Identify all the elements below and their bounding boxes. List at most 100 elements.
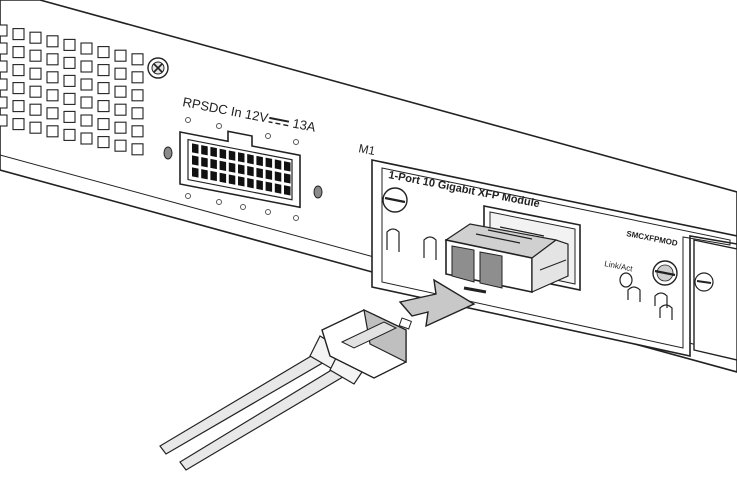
- vent-hole: [80, 114, 93, 127]
- vent-hole: [80, 60, 93, 73]
- vent-hole: [46, 125, 59, 138]
- connector-pin: [219, 148, 227, 159]
- connector-pin: [238, 164, 245, 175]
- vent-hole: [0, 24, 8, 37]
- connector-pin: [210, 158, 217, 170]
- panel-screw-right: [313, 185, 323, 199]
- faceplate-latches: [386, 228, 673, 320]
- connector-pin: [265, 169, 273, 180]
- vent-hole: [80, 78, 93, 91]
- connector-pin: [201, 169, 208, 180]
- vent-hole: [131, 107, 144, 120]
- vent-hole: [114, 85, 127, 98]
- slot-label: M1: [357, 141, 376, 158]
- connector-pin: [256, 155, 263, 167]
- vent-hole: [97, 100, 110, 113]
- connector-pin: [256, 167, 263, 179]
- link-act-led: [619, 272, 633, 288]
- vent-hole: [63, 74, 76, 87]
- vent-grid: [0, 24, 144, 156]
- vent-hole: [80, 132, 93, 145]
- screw-icon[interactable]: [382, 187, 408, 213]
- connector-pin: [274, 171, 282, 182]
- vent-hole: [46, 35, 59, 48]
- vent-hole: [80, 96, 93, 109]
- vent-hole: [63, 110, 76, 123]
- vent-hole: [12, 82, 25, 95]
- vent-hole: [97, 136, 110, 149]
- vent-hole: [80, 42, 93, 55]
- vent-hole: [63, 56, 76, 69]
- adjacent-slot: [693, 239, 737, 361]
- connector-pin: [247, 178, 254, 189]
- vent-hole: [114, 67, 127, 80]
- vent-hole: [0, 114, 8, 127]
- connector-mount-holes: [185, 117, 299, 221]
- screw-icon: [147, 57, 169, 79]
- connector-pin: [228, 162, 236, 173]
- xfp-transceiver[interactable]: [444, 223, 569, 294]
- connector-pin: [210, 170, 217, 182]
- connector-pin: [201, 157, 208, 168]
- connector-pin: [210, 146, 217, 158]
- connector-pin: [274, 159, 282, 170]
- vent-hole: [46, 107, 59, 120]
- connector-pin: [265, 157, 273, 168]
- dc-symbol-icon: [268, 116, 290, 127]
- vent-hole: [63, 92, 76, 105]
- vent-hole: [12, 64, 25, 77]
- panel-screw-left: [163, 146, 173, 160]
- vent-hole: [114, 139, 127, 152]
- vent-hole: [12, 28, 25, 41]
- connector-pin: [247, 154, 254, 165]
- connector-pin: [192, 167, 199, 178]
- connector-pin: [219, 172, 227, 183]
- vent-hole: [0, 96, 8, 109]
- vent-hole: [63, 38, 76, 51]
- connector-pin: [238, 152, 245, 163]
- rps-connector-pins: [192, 143, 291, 196]
- connector-pin: [265, 181, 273, 192]
- vent-hole: [0, 42, 8, 55]
- connector-pin: [201, 145, 208, 156]
- connector-pin: [219, 160, 227, 171]
- vent-hole: [46, 89, 59, 102]
- vent-hole: [29, 85, 42, 98]
- vent-hole: [97, 46, 110, 59]
- vent-hole: [97, 64, 110, 77]
- vent-hole: [29, 103, 42, 116]
- insertion-arrow-icon: [398, 278, 476, 328]
- vent-hole: [114, 49, 127, 62]
- vent-hole: [29, 49, 42, 62]
- vent-hole: [46, 53, 59, 66]
- vent-hole: [0, 78, 8, 91]
- vent-hole: [114, 121, 127, 134]
- connector-pin: [284, 173, 291, 184]
- vent-hole: [46, 71, 59, 84]
- vent-hole: [131, 89, 144, 102]
- connector-pin: [228, 150, 236, 161]
- connector-pin: [284, 185, 291, 196]
- vent-hole: [12, 46, 25, 59]
- vent-hole: [29, 121, 42, 134]
- rps-current-label: 13A: [291, 116, 317, 135]
- vent-hole: [12, 118, 25, 131]
- vent-hole: [131, 71, 144, 84]
- vent-hole: [114, 103, 127, 116]
- fiber-cable-icon[interactable]: [159, 308, 413, 471]
- connector-pin: [274, 183, 282, 194]
- vent-hole: [29, 31, 42, 44]
- vent-hole: [29, 67, 42, 80]
- connector-pin: [284, 161, 291, 172]
- vent-hole: [63, 128, 76, 141]
- vent-hole: [12, 100, 25, 113]
- connector-pin: [238, 176, 245, 187]
- connector-pin: [228, 174, 236, 185]
- connector-pin: [192, 155, 199, 166]
- connector-pin: [192, 143, 199, 154]
- vent-hole: [0, 60, 8, 73]
- rps-connector[interactable]: [179, 122, 301, 209]
- screw-icon[interactable]: [652, 260, 678, 286]
